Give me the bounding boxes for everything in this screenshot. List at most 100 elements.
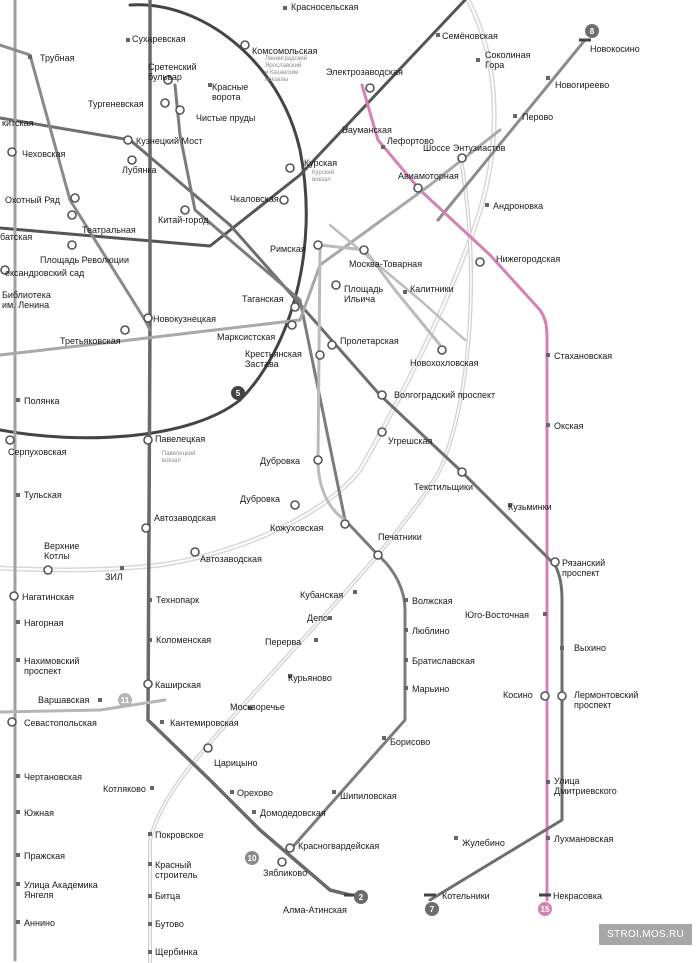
- station-marker-yugo_vost: [543, 612, 547, 616]
- station-marker-volgogradsky: [377, 390, 387, 400]
- line-badge-label-8: 8: [590, 27, 595, 36]
- station-label-domodedovskaya: Домодедовская: [260, 808, 326, 818]
- station-marker-sukharevskaya: [126, 38, 130, 42]
- station-label-novokosino: Новокосино: [590, 44, 640, 54]
- station-marker-tekhnopark: [148, 598, 152, 602]
- station-label-bitsa: Битца: [155, 891, 180, 901]
- line-badge-label-2: 2: [359, 893, 364, 902]
- station-label-krasnogvardeyskaya: Красногвардейская: [298, 841, 379, 851]
- station-marker-maryino: [404, 686, 408, 690]
- station-marker-zil: [120, 566, 124, 570]
- station-marker-pl_revolyutsii: [67, 240, 77, 250]
- station-marker-kuz_most: [123, 135, 133, 145]
- station-marker-aleksandrovsky: [0, 265, 10, 275]
- station-marker-okhotny: [70, 193, 80, 203]
- line-15: [360, 83, 549, 902]
- station-marker-marksistskaya: [287, 320, 297, 330]
- station-marker-teatralnaya: [67, 210, 77, 220]
- station-marker-perovo: [513, 114, 517, 118]
- station-marker-turgenevskaya: [160, 98, 170, 108]
- station-marker-aviamotornaya: [413, 183, 423, 193]
- station-label-kuz_most: Кузнецкий Мост: [136, 136, 203, 146]
- line-badge-15: [538, 902, 552, 916]
- station-marker-krest_zastava: [315, 350, 325, 360]
- station-marker-chkalovskaya: [279, 195, 289, 205]
- station-label-depo: Депо: [307, 613, 328, 623]
- station-marker-annino: [16, 920, 20, 924]
- station-label-pl_revolyutsii: Площадь Революции: [40, 255, 129, 265]
- station-marker-sretensky: [163, 75, 173, 85]
- station-marker-ugreshskaya: [377, 427, 387, 437]
- station-marker-trubnaya: [28, 55, 32, 59]
- station-marker-kosino: [540, 691, 550, 701]
- station-marker-avtozavodskaya: [141, 523, 151, 533]
- station-marker-tekstilshchiki: [457, 467, 467, 477]
- line-badge-label-5: 5: [236, 389, 241, 398]
- station-marker-lefortovo: [381, 145, 385, 149]
- station-marker-novokosino: [579, 38, 591, 42]
- station-marker-taganskaya: [290, 302, 300, 312]
- station-label-chkalovskaya: Чкаловская: [230, 194, 279, 204]
- station-marker-kuzminki: [508, 503, 512, 507]
- station-label-yuzhnaya: Южная: [24, 808, 54, 818]
- station-marker-butovo: [148, 922, 152, 926]
- station-label-moskvorechye: Москворечье: [230, 702, 285, 712]
- station-marker-avtozavodskaya_mcc: [190, 547, 200, 557]
- station-label-arbatskaya: батская: [0, 232, 32, 242]
- station-marker-nagatinskaya: [9, 591, 19, 601]
- station-marker-rimskaya: [313, 240, 323, 250]
- station-label-pechatniki: Печатники: [378, 532, 422, 542]
- station-label-chistye: Чистые пруды: [196, 113, 255, 123]
- station-marker-prazhskaya: [16, 853, 20, 857]
- station-label-kuryanovo: Курьяново: [288, 673, 332, 683]
- station-label-proletarskaya: Пролетарская: [340, 336, 399, 346]
- station-marker-novogireevo: [546, 76, 550, 80]
- station-label-serpukhovskaya: Серпуховская: [8, 447, 67, 457]
- station-label-kosino: Косино: [503, 690, 533, 700]
- station-label-borisovo: Борисово: [390, 737, 430, 747]
- line-mcd-inner: [149, 164, 472, 963]
- line-badge-label-15: 15: [541, 905, 550, 914]
- line-badge-11: [118, 693, 132, 707]
- station-marker-bratislavskaya: [404, 658, 408, 662]
- station-marker-semenovskaya: [436, 33, 440, 37]
- station-label-prazhskaya: Пражская: [24, 851, 65, 861]
- station-label-nekrasovka: Некрасовка: [553, 891, 602, 901]
- line-badge-5: [231, 386, 245, 400]
- station-marker-tulskaya: [16, 493, 20, 497]
- station-marker-volzhskaya: [404, 598, 408, 602]
- station-marker-tsaritsyno: [203, 743, 213, 753]
- station-marker-shosse: [457, 153, 467, 163]
- station-marker-alma_atinskaya: [344, 893, 356, 897]
- station-label-novogireevo: Новогиреево: [555, 80, 609, 90]
- station-label-pererva: Перерва: [265, 637, 301, 647]
- station-marker-bitsa: [148, 894, 152, 898]
- station-label-novokuznetskaya: Новокузнецкая: [153, 314, 216, 324]
- station-label-baumanskaya: Бауманская: [342, 125, 392, 135]
- station-marker-komsomolskaya: [240, 40, 250, 50]
- station-marker-novokuznetskaya: [143, 313, 153, 323]
- station-label-lyublino: Люблино: [412, 626, 450, 636]
- line-mcc-inner: [0, 0, 496, 571]
- station-label-elektrozavodskaya: Электрозаводская: [326, 67, 403, 77]
- station-label-perovo: Перово: [522, 112, 553, 122]
- station-marker-krasnogvardeyskaya: [285, 843, 295, 853]
- station-marker-novokhokhlovskaya: [437, 345, 447, 355]
- station-label-kotlyakovo: Котляково: [103, 784, 146, 794]
- station-label-pokrovskoe: Покровское: [155, 830, 204, 840]
- watermark: STROI.MOS.RU: [599, 924, 692, 945]
- station-label-ugreshskaya: Угрешская: [388, 436, 432, 446]
- station-label-tretyakovskaya: Третьяковская: [60, 336, 121, 346]
- station-marker-paveletskaya: [143, 435, 153, 445]
- line-badge-8: [585, 24, 599, 38]
- station-marker-andronovka: [485, 203, 489, 207]
- station-marker-chertanovskaya: [16, 774, 20, 778]
- station-marker-borisovo: [382, 736, 386, 740]
- station-marker-elektrozavodskaya: [365, 83, 375, 93]
